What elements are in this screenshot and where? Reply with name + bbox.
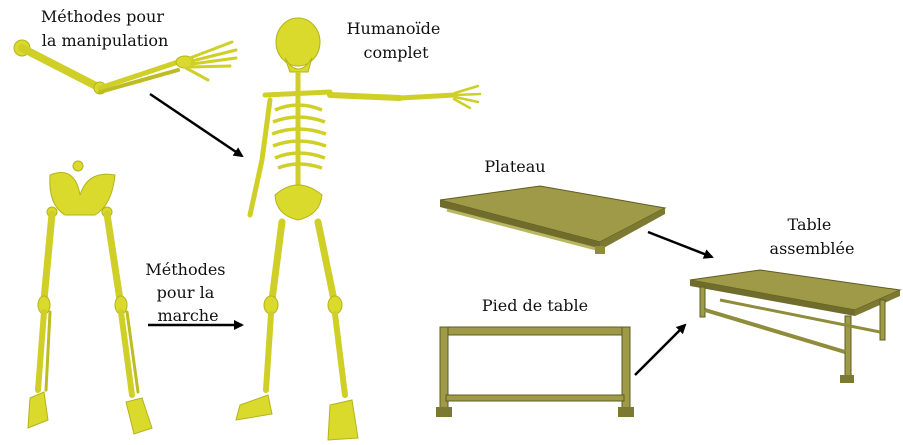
arrow-plateau-to-table — [648, 232, 712, 257]
label-walk: Méthodes pour la marche — [145, 260, 230, 325]
label-table: Table assemblée — [770, 215, 855, 258]
table-assemblee-3d — [690, 270, 900, 383]
legs-skeleton — [28, 161, 152, 434]
label-manip: Méthodes pour la manipulation — [41, 7, 169, 50]
arrow-manip-to-humanoid — [150, 94, 242, 156]
label-plateau: Plateau — [484, 157, 545, 176]
plateau-3d — [440, 186, 665, 254]
pied-de-table-3d — [436, 327, 634, 417]
label-humanoid: Humanoïde complet — [347, 19, 446, 62]
label-pied: Pied de table — [482, 296, 588, 315]
arrow-pied-to-table — [635, 325, 685, 375]
